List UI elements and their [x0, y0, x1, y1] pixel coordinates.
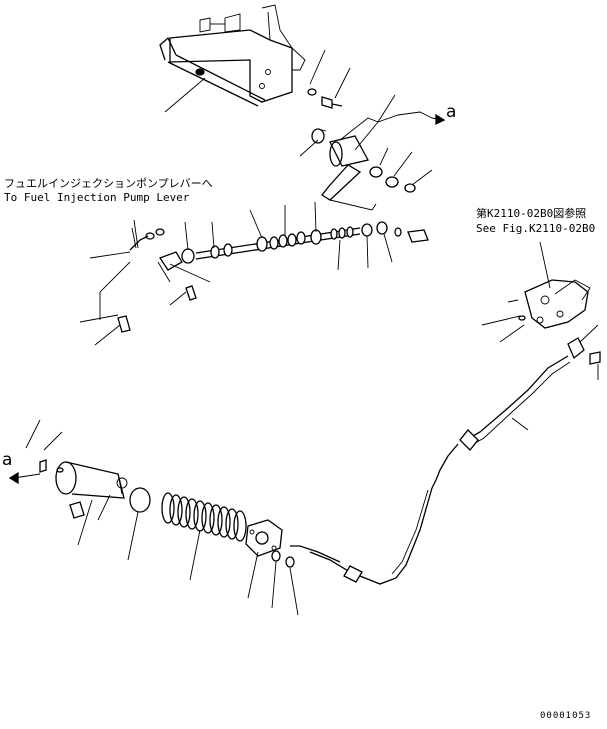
small-bolt-1 — [307, 88, 343, 109]
flange-nuts — [271, 550, 295, 568]
rod-nuts — [210, 221, 429, 259]
figure-reference-en: See Fig.K2110-02B0 — [476, 222, 596, 235]
note-fuel-pump-lever-en: To Fuel Injection Pump Lever — [4, 191, 190, 204]
leader-lines-top — [164, 49, 351, 157]
lever-shaft — [329, 117, 379, 167]
leader-lines-bottom — [25, 419, 299, 616]
control-lever — [159, 36, 266, 107]
leader-lines-right — [481, 241, 599, 431]
cable-clamp — [567, 337, 601, 365]
figure-reference-jp: 第K2110-02B0図参照 — [476, 207, 587, 220]
document-number: 00001053 — [540, 711, 592, 721]
washer-stack-right — [369, 166, 416, 193]
leader-lines-mid — [377, 94, 433, 186]
compression-spring — [161, 492, 247, 542]
bushing — [311, 128, 327, 144]
control-cable — [290, 355, 571, 585]
rod-end-clevis — [129, 227, 165, 251]
spring-seat — [129, 487, 151, 513]
view-letter-a-left: a — [2, 450, 13, 470]
arrow-to-view-a-bottom — [8, 471, 41, 485]
small-bolts-left — [117, 285, 197, 333]
cylinder-pins — [39, 459, 85, 519]
cable-mount-bracket — [507, 279, 591, 329]
mounting-bracket — [169, 4, 306, 103]
view-letter-a-top: a — [446, 102, 457, 122]
cylinder-housing — [55, 461, 128, 499]
leader-lines-rod — [79, 201, 393, 346]
flange-plate — [245, 519, 283, 557]
note-fuel-pump-lever-jp: フュエルインジェクションポンプレバーへ — [4, 177, 213, 190]
link-arm — [321, 164, 377, 211]
arrow-to-view-a-top — [431, 113, 446, 126]
